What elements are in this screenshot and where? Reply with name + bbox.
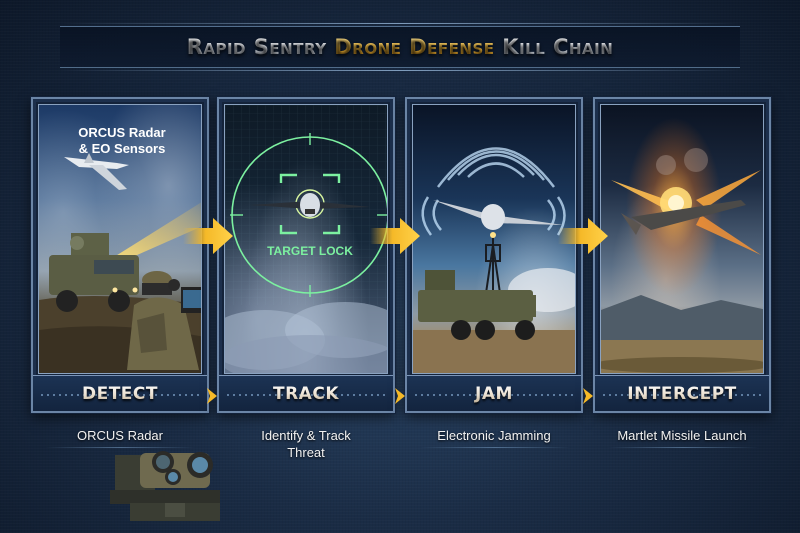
- caption-divider: [45, 447, 195, 448]
- eo-sensor-turret-icon: [110, 451, 220, 521]
- title-part-1: Rapid Sentry: [186, 35, 335, 59]
- caption-track: Identify & Track Threat: [217, 427, 395, 461]
- radar-beam-icon: [114, 202, 201, 263]
- drone-icon: [64, 153, 129, 190]
- caption-detect: ORCUS Radar: [77, 428, 163, 443]
- title-banner: Rapid Sentry Drone Defense Kill Chain: [60, 23, 740, 71]
- jam-scene: [412, 104, 576, 374]
- explosion-icon: [611, 148, 761, 255]
- caption-divider: [420, 447, 570, 448]
- stage-label-box: TRACK: [219, 375, 393, 411]
- jammer-truck-icon: [418, 270, 536, 340]
- stage-label-intercept: INTERCEPT: [619, 384, 745, 404]
- soldier-icon: [127, 271, 199, 370]
- stage-panel-detect: ORCUS Radar & EO Sensors DETECT: [30, 96, 210, 414]
- chevron-right-icon: [583, 388, 593, 404]
- target-lock-label: TARGET LOCK: [267, 244, 353, 258]
- arrow-right-icon: [183, 218, 233, 254]
- radar-vehicle-icon: [49, 233, 139, 312]
- title-highlight: Drone Defense: [334, 35, 495, 59]
- dotted-divider: [601, 393, 763, 396]
- intercept-illustration: [601, 148, 763, 373]
- stage-label-box: JAM: [407, 375, 581, 411]
- dotted-divider: [39, 393, 201, 396]
- track-illustration: TARGET LOCK: [225, 105, 387, 373]
- dotted-divider: [225, 393, 387, 396]
- chevron-right-icon: [207, 388, 217, 404]
- dotted-divider: [413, 393, 575, 396]
- stage-label-track: TRACK: [265, 384, 347, 404]
- chevron-right-icon: [395, 388, 405, 404]
- stage-label-box: INTERCEPT: [595, 375, 769, 411]
- detect-overlay-line1: ORCUS Radar: [78, 125, 165, 140]
- caption-divider: [608, 447, 758, 448]
- caption-track-line2: Threat: [287, 445, 325, 460]
- stage-label-jam: JAM: [467, 384, 521, 404]
- arrow-right-icon: [370, 218, 420, 254]
- detect-illustration: ORCUS Radar & EO Sensors: [39, 125, 201, 373]
- drone-icon: [621, 200, 746, 235]
- detect-scene: ORCUS Radar & EO Sensors: [38, 104, 202, 374]
- caption-intercept: Martlet Missile Launch: [617, 428, 747, 443]
- detect-overlay-line2: & EO Sensors: [79, 141, 166, 156]
- drone-icon: [250, 193, 370, 217]
- caption-jam: Electronic Jamming: [437, 428, 551, 443]
- track-scene: TARGET LOCK: [224, 104, 388, 374]
- stage-panel-track: TARGET LOCK TRACK: [216, 96, 396, 414]
- stage-panel-jam: JAM: [404, 96, 584, 414]
- stage-label-box: DETECT: [33, 375, 207, 411]
- intercept-scene: [600, 104, 764, 374]
- page-title: Rapid Sentry Drone Defense Kill Chain: [187, 35, 614, 59]
- stage-label-detect: DETECT: [74, 384, 166, 404]
- drone-icon: [433, 200, 563, 230]
- stage-panel-intercept: INTERCEPT: [592, 96, 772, 414]
- caption-track-line1: Identify & Track: [261, 428, 351, 443]
- arrow-right-icon: [558, 218, 608, 254]
- jam-illustration: [413, 147, 575, 373]
- title-part-3: Kill Chain: [494, 35, 614, 59]
- antenna-tower-icon: [484, 235, 502, 301]
